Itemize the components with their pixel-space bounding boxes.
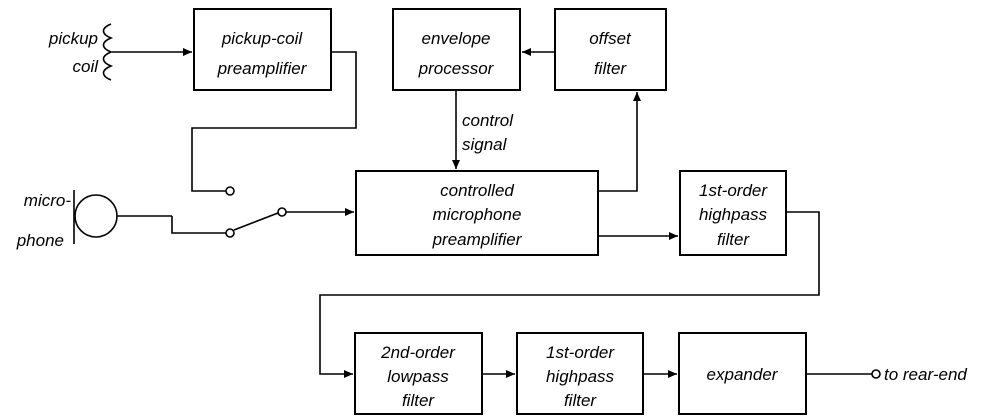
block-2nd-order-lowpass-filter: 2nd-order lowpass filter: [354, 332, 483, 415]
switch-common-contact: [277, 207, 287, 217]
pickup-coil-icon: [102, 23, 114, 81]
svg-text:microphone: microphone: [433, 205, 522, 224]
block-envelope-processor: envelope processor: [392, 8, 521, 91]
block-controlled-microphone-preamplifier: controlled microphone preamplifier: [355, 170, 599, 256]
control-signal-label-line-1: control: [462, 111, 514, 130]
svg-text:filter: filter: [402, 391, 435, 410]
pickup-coil-label-line-1: pickup: [48, 29, 98, 48]
switch-contact-pickup: [225, 186, 235, 196]
microphone-icon: [74, 194, 118, 238]
microphone-label-line-1: micro-: [24, 191, 72, 210]
block-1st-order-highpass-filter-1: 1st-order highpass filter: [679, 170, 787, 256]
svg-text:processor: processor: [418, 59, 495, 78]
svg-text:filter: filter: [717, 230, 750, 249]
svg-text:highpass: highpass: [546, 367, 615, 386]
wire-pickup-preamp-to-switch: [191, 51, 357, 192]
svg-text:preamplifier: preamplifier: [217, 59, 308, 78]
svg-text:envelope: envelope: [421, 29, 490, 48]
microphone-input: micro- phone: [16, 190, 118, 250]
svg-text:highpass: highpass: [699, 205, 768, 224]
microphone-label-line-2: phone: [16, 231, 64, 250]
wire-preamp-to-offset-filter: [598, 92, 641, 192]
svg-text:filter: filter: [594, 59, 627, 78]
block-expander: expander: [678, 332, 807, 415]
switch-contact-microphone: [225, 228, 235, 238]
svg-text:controlled: controlled: [440, 181, 514, 200]
svg-text:1st-order: 1st-order: [699, 181, 768, 200]
switch-lever: [233, 212, 279, 231]
wire-highpass-1-to-lowpass: [319, 211, 820, 378]
svg-text:offset: offset: [589, 29, 632, 48]
svg-text:preamplifier: preamplifier: [432, 230, 523, 249]
svg-text:pickup-coil: pickup-coil: [221, 29, 304, 48]
block-pickup-coil-preamplifier: pickup-coil preamplifier: [193, 8, 332, 91]
svg-text:expander: expander: [707, 365, 779, 384]
svg-text:2nd-order: 2nd-order: [380, 343, 456, 362]
control-signal-label-line-2: signal: [462, 135, 508, 154]
pickup-coil-label-line-2: coil: [72, 57, 99, 76]
output-label: to rear-end: [884, 365, 967, 384]
svg-text:lowpass: lowpass: [387, 367, 449, 386]
svg-text:1st-order: 1st-order: [546, 343, 615, 362]
output-terminal: [871, 369, 881, 379]
block-1st-order-highpass-filter-2: 1st-order highpass filter: [516, 332, 644, 415]
wire-microphone-to-switch: [171, 216, 226, 234]
svg-text:filter: filter: [564, 391, 597, 410]
pickup-coil-input: pickup coil: [48, 23, 114, 81]
block-offset-filter: offset filter: [554, 8, 667, 91]
